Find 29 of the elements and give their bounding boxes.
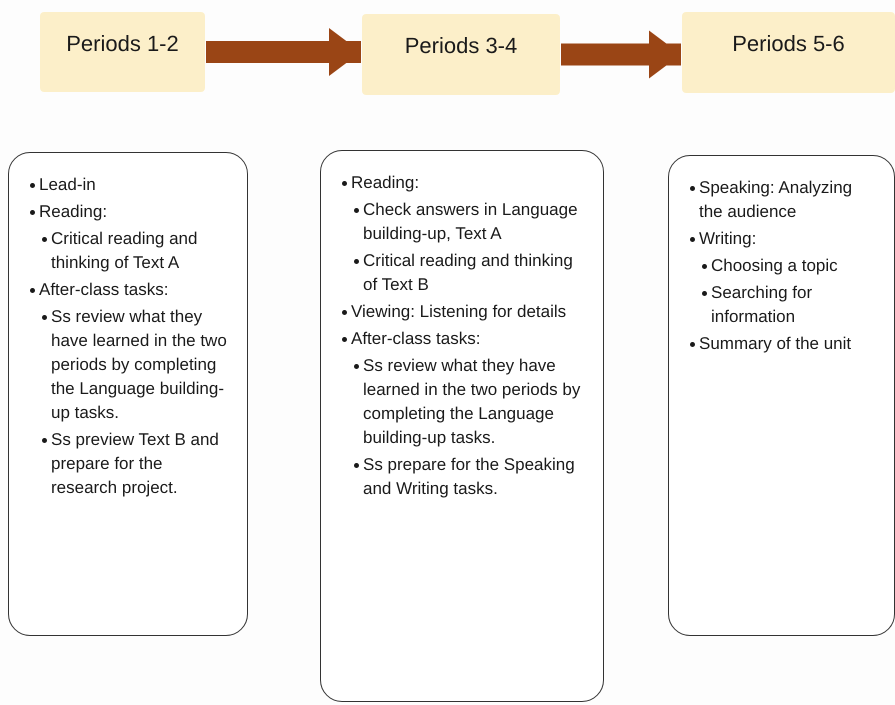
task-item: Ss review what they have learned in the two periods by completing the Language building-up tasks. <box>51 306 227 424</box>
task-list-box <box>8 152 248 636</box>
task-item: Writing: <box>699 228 758 250</box>
task-item: Viewing: Listening for details <box>351 301 568 323</box>
task-list-box <box>668 155 895 636</box>
period-box <box>40 12 205 92</box>
task-item: Reading: <box>39 201 108 223</box>
period-box <box>362 14 560 95</box>
task-item: Ss preview Text B and prepare for the research project. <box>51 429 220 499</box>
block-arrow <box>561 30 681 78</box>
task-item: Reading: <box>351 172 420 194</box>
period-heading: Periods 3-4 <box>404 32 518 60</box>
task-item: Summary of the unit <box>699 333 852 355</box>
period-heading: Periods 5-6 <box>732 30 845 58</box>
task-item: After-class tasks: <box>351 328 482 350</box>
period-box <box>682 12 895 93</box>
block-arrow <box>206 28 361 76</box>
period-heading: Periods 1-2 <box>66 30 179 58</box>
task-item: Lead-in <box>39 174 97 196</box>
task-item: Choosing a topic <box>711 255 839 277</box>
task-item: Searching for information <box>711 282 814 328</box>
task-item: Check answers in Language building-up, Text A <box>363 199 579 245</box>
task-item: Ss review what they have learned in the two periods by completing the Language building-up tasks. <box>363 355 582 449</box>
task-list-box <box>320 150 604 702</box>
task-item: Critical reading and thinking of Text A <box>51 228 198 274</box>
task-item: Ss prepare for the Speaking and Writing tasks. <box>363 454 576 500</box>
task-item: Critical reading and thinking of Text B <box>363 250 574 296</box>
task-item: After-class tasks: <box>39 279 170 301</box>
task-item: Speaking: Analyzing the audience <box>699 177 854 223</box>
